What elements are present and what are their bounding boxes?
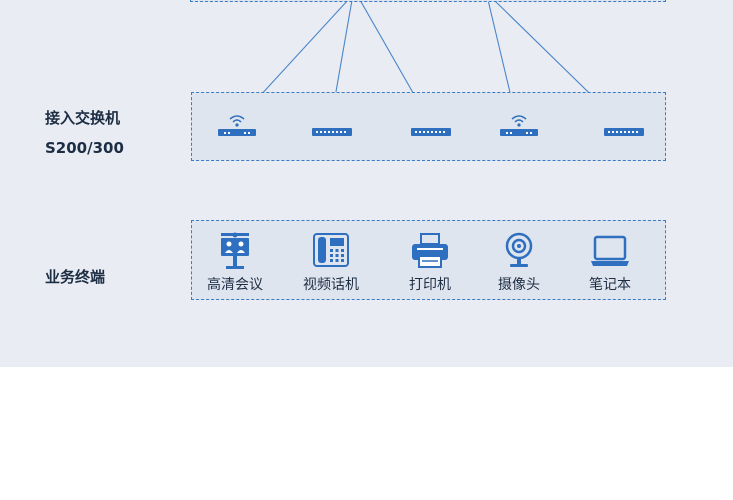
video-phone-icon [313,233,349,267]
printer-icon [412,233,448,268]
terminals-box: 高清会议 视频话机 [191,220,666,300]
switch-icon [604,128,644,136]
terminal-label: 打印机 [409,277,451,293]
laptop-icon [591,235,629,266]
wireless-switch-icon [500,115,538,136]
terminal-label: 摄像头 [498,277,540,293]
switch-model-label: S200/300 [45,139,124,157]
connection-lines [235,0,624,127]
terminal-label: 高清会议 [207,277,263,293]
switch-icon [411,128,451,136]
switch-icon [312,128,352,136]
access-switch-label: 接入交换机 [45,109,121,127]
access-switch-box [191,92,666,161]
terminal-item: 打印机 [396,231,464,294]
video-conference-icon [221,232,249,269]
wireless-switch-icon [218,115,256,136]
terminal-item: 笔记本 [576,231,644,294]
terminal-item: 摄像头 [485,231,553,294]
terminal-item: 视频话机 [293,231,369,294]
terminal-label: 视频话机 [303,277,359,293]
terminals-label: 业务终端 [45,268,106,286]
terminal-item: 高清会议 [200,231,270,294]
webcam-icon [505,232,533,267]
core-switch-box [190,0,666,2]
terminal-label: 笔记本 [589,277,631,293]
diagram-panel: 接入交换机 S200/300 [0,0,733,367]
